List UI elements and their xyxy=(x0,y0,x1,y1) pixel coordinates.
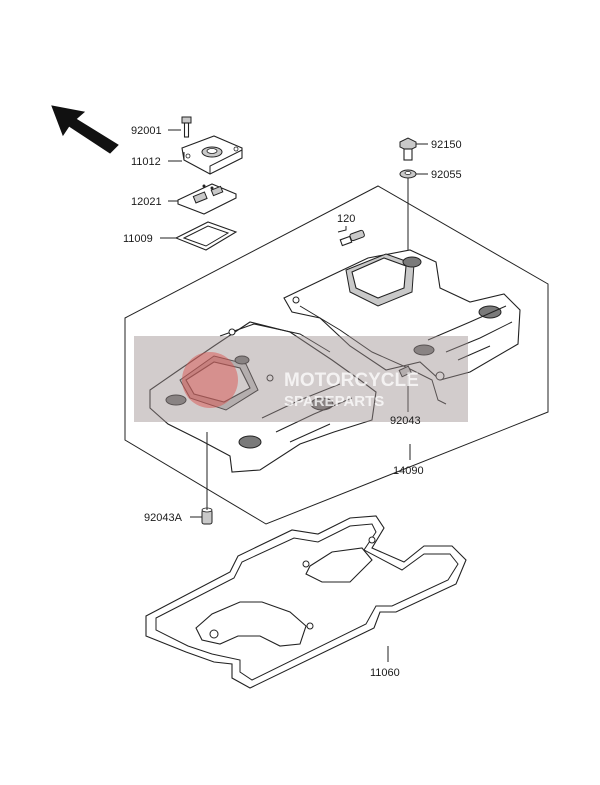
bolt-92001 xyxy=(181,116,192,138)
part-label-11009: 11009 xyxy=(123,233,153,245)
washer-92055 xyxy=(399,169,417,179)
gasket-11060 xyxy=(145,515,467,689)
front-direction-arrow-icon xyxy=(51,105,119,154)
bolt-92150 xyxy=(399,137,417,161)
plate-12021 xyxy=(177,183,237,215)
part-label-92150: 92150 xyxy=(431,139,462,151)
part-label-92001: 92001 xyxy=(131,125,162,137)
assembly-outline xyxy=(124,185,549,525)
bolt-120 xyxy=(339,229,365,247)
part-label-11012: 11012 xyxy=(131,156,161,168)
cylinder-head-cover-rear xyxy=(283,249,521,405)
dowel-pin-92043 xyxy=(398,365,412,378)
watermark-line2: SPAREPARTS xyxy=(284,393,384,410)
part-label-11060: 11060 xyxy=(370,667,400,679)
gasket-11009 xyxy=(174,221,238,251)
part-label-92055: 92055 xyxy=(431,169,462,181)
part-label-14090: 14090 xyxy=(393,465,424,477)
breather-cover-11012 xyxy=(181,135,243,175)
part-label-92043A: 92043A xyxy=(144,512,183,524)
part-label-120: 120 xyxy=(337,213,355,225)
dowel-pin-92043A xyxy=(201,507,213,525)
watermark-line1: MOTORCYCLE xyxy=(284,370,419,391)
watermark: MOTORCYCLE SPAREPARTS xyxy=(134,336,468,422)
part-label-92043: 92043 xyxy=(390,415,421,427)
part-label-12021: 12021 xyxy=(131,196,162,208)
